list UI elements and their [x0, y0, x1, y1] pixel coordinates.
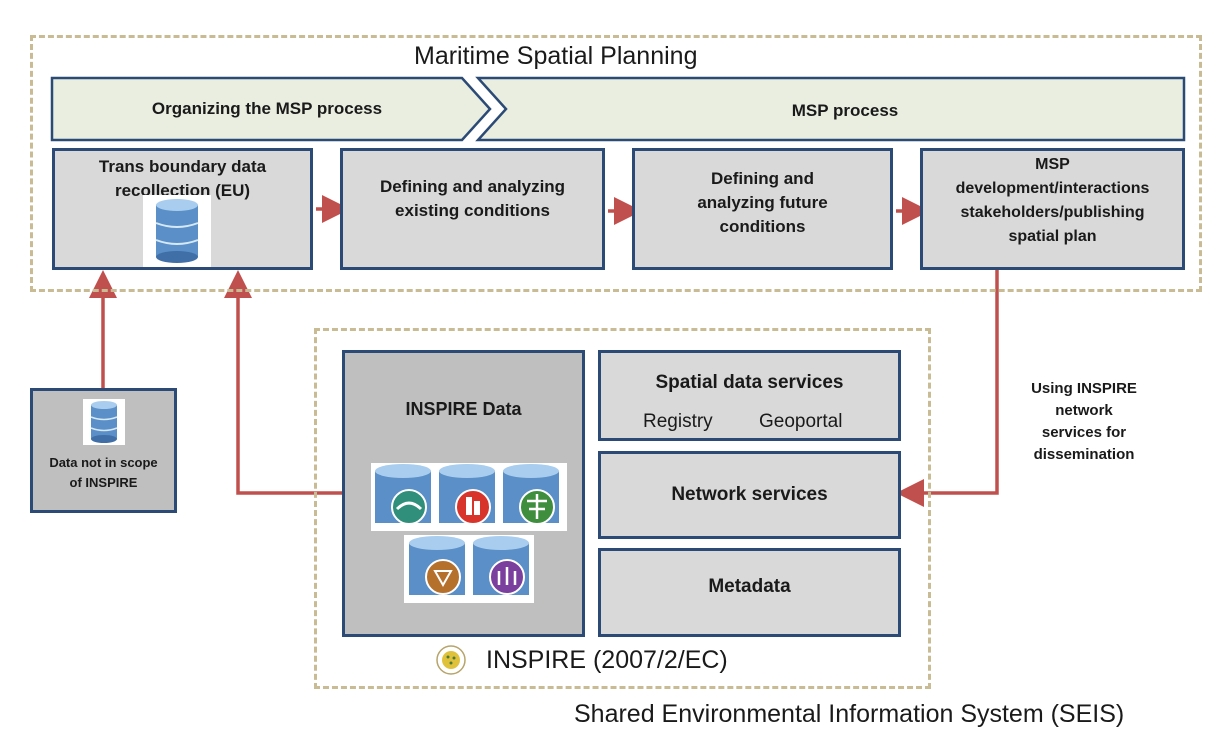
registry-label: Registry — [643, 411, 713, 432]
step-msp-development: MSP development/interactions stakeholder… — [920, 148, 1185, 270]
step-development-label: MSP development/interactions stakeholder… — [955, 156, 1150, 245]
chevron-msp-process — [475, 76, 1186, 142]
external-data-label: Data not in scope of INSPIRE — [49, 455, 158, 490]
chevron-organizing-label: Organizing the MSP process — [151, 99, 383, 118]
arrow-step4-to-network — [896, 270, 999, 507]
geoportal-label: Geoportal — [759, 411, 843, 432]
msp-frame — [30, 35, 1202, 292]
inspire-title: INSPIRE (2007/2/EC) — [486, 646, 728, 674]
inspire-logo-icon — [436, 645, 466, 675]
metadata-label: Metadata — [708, 576, 791, 597]
external-data-box: Data not in scope of INSPIRE — [30, 388, 177, 513]
step-existing-label: Defining and analyzing existing conditio… — [379, 177, 566, 220]
spatial-services-title: Spatial data services — [655, 372, 844, 393]
network-theme-icon — [409, 536, 465, 595]
population-theme-icon — [473, 536, 529, 595]
msp-title: Maritime Spatial Planning — [414, 42, 698, 70]
inspire-data-label: INSPIRE Data — [405, 399, 522, 419]
metadata-box: Metadata — [598, 548, 901, 637]
step-future-conditions: Defining and analyzing future conditions — [632, 148, 893, 270]
wave-theme-icon — [375, 464, 431, 525]
chevron-msp-process-label: MSP process — [791, 101, 899, 120]
seis-title: Shared Environmental Information System … — [574, 700, 1125, 728]
energy-theme-icon — [503, 464, 559, 525]
inspire-data-box: INSPIRE Data — [342, 350, 585, 637]
arrow-inspire-data-to-step1 — [224, 270, 342, 495]
step-existing-conditions: Defining and analyzing existing conditio… — [340, 148, 605, 270]
network-annotation: Using INSPIRE network services for disse… — [1031, 380, 1137, 463]
step-future-label: Defining and analyzing future conditions — [697, 169, 828, 236]
inspire-frame — [314, 328, 931, 689]
database-icon — [83, 399, 125, 445]
step-transboundary-data: Trans boundary data recollection (EU) — [52, 148, 313, 270]
network-services-label: Network services — [671, 484, 828, 505]
network-services-box: Network services — [598, 451, 901, 539]
database-icon — [143, 195, 211, 267]
chevron-organizing — [50, 76, 492, 142]
building-theme-icon — [439, 464, 495, 525]
spatial-data-services-box: Spatial data services Registry Geoportal — [598, 350, 901, 441]
theme-icons — [371, 461, 567, 605]
